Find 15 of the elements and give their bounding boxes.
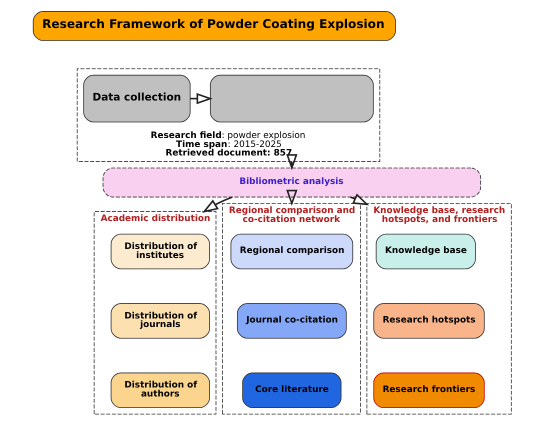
node-box: Core literature [242, 372, 341, 408]
node-box [209, 74, 374, 122]
node-box: Research hotspots [372, 303, 484, 339]
node-box: Distribution of institutes [110, 234, 210, 270]
node-box: Distribution of journals [110, 303, 210, 339]
node-box: Journal co-citation [236, 303, 346, 339]
node-box: Regional comparison [230, 234, 353, 270]
node-box: Research frontiers [372, 372, 484, 408]
node-box: Knowledge base [375, 234, 476, 270]
node-box: Research Framework of Powder Coating Explosion [32, 11, 396, 41]
node-box: Data collection [82, 74, 190, 122]
node-box: Distribution of authors [110, 372, 210, 408]
arrow [286, 190, 297, 206]
arrow [202, 196, 232, 213]
arrow [286, 154, 297, 170]
